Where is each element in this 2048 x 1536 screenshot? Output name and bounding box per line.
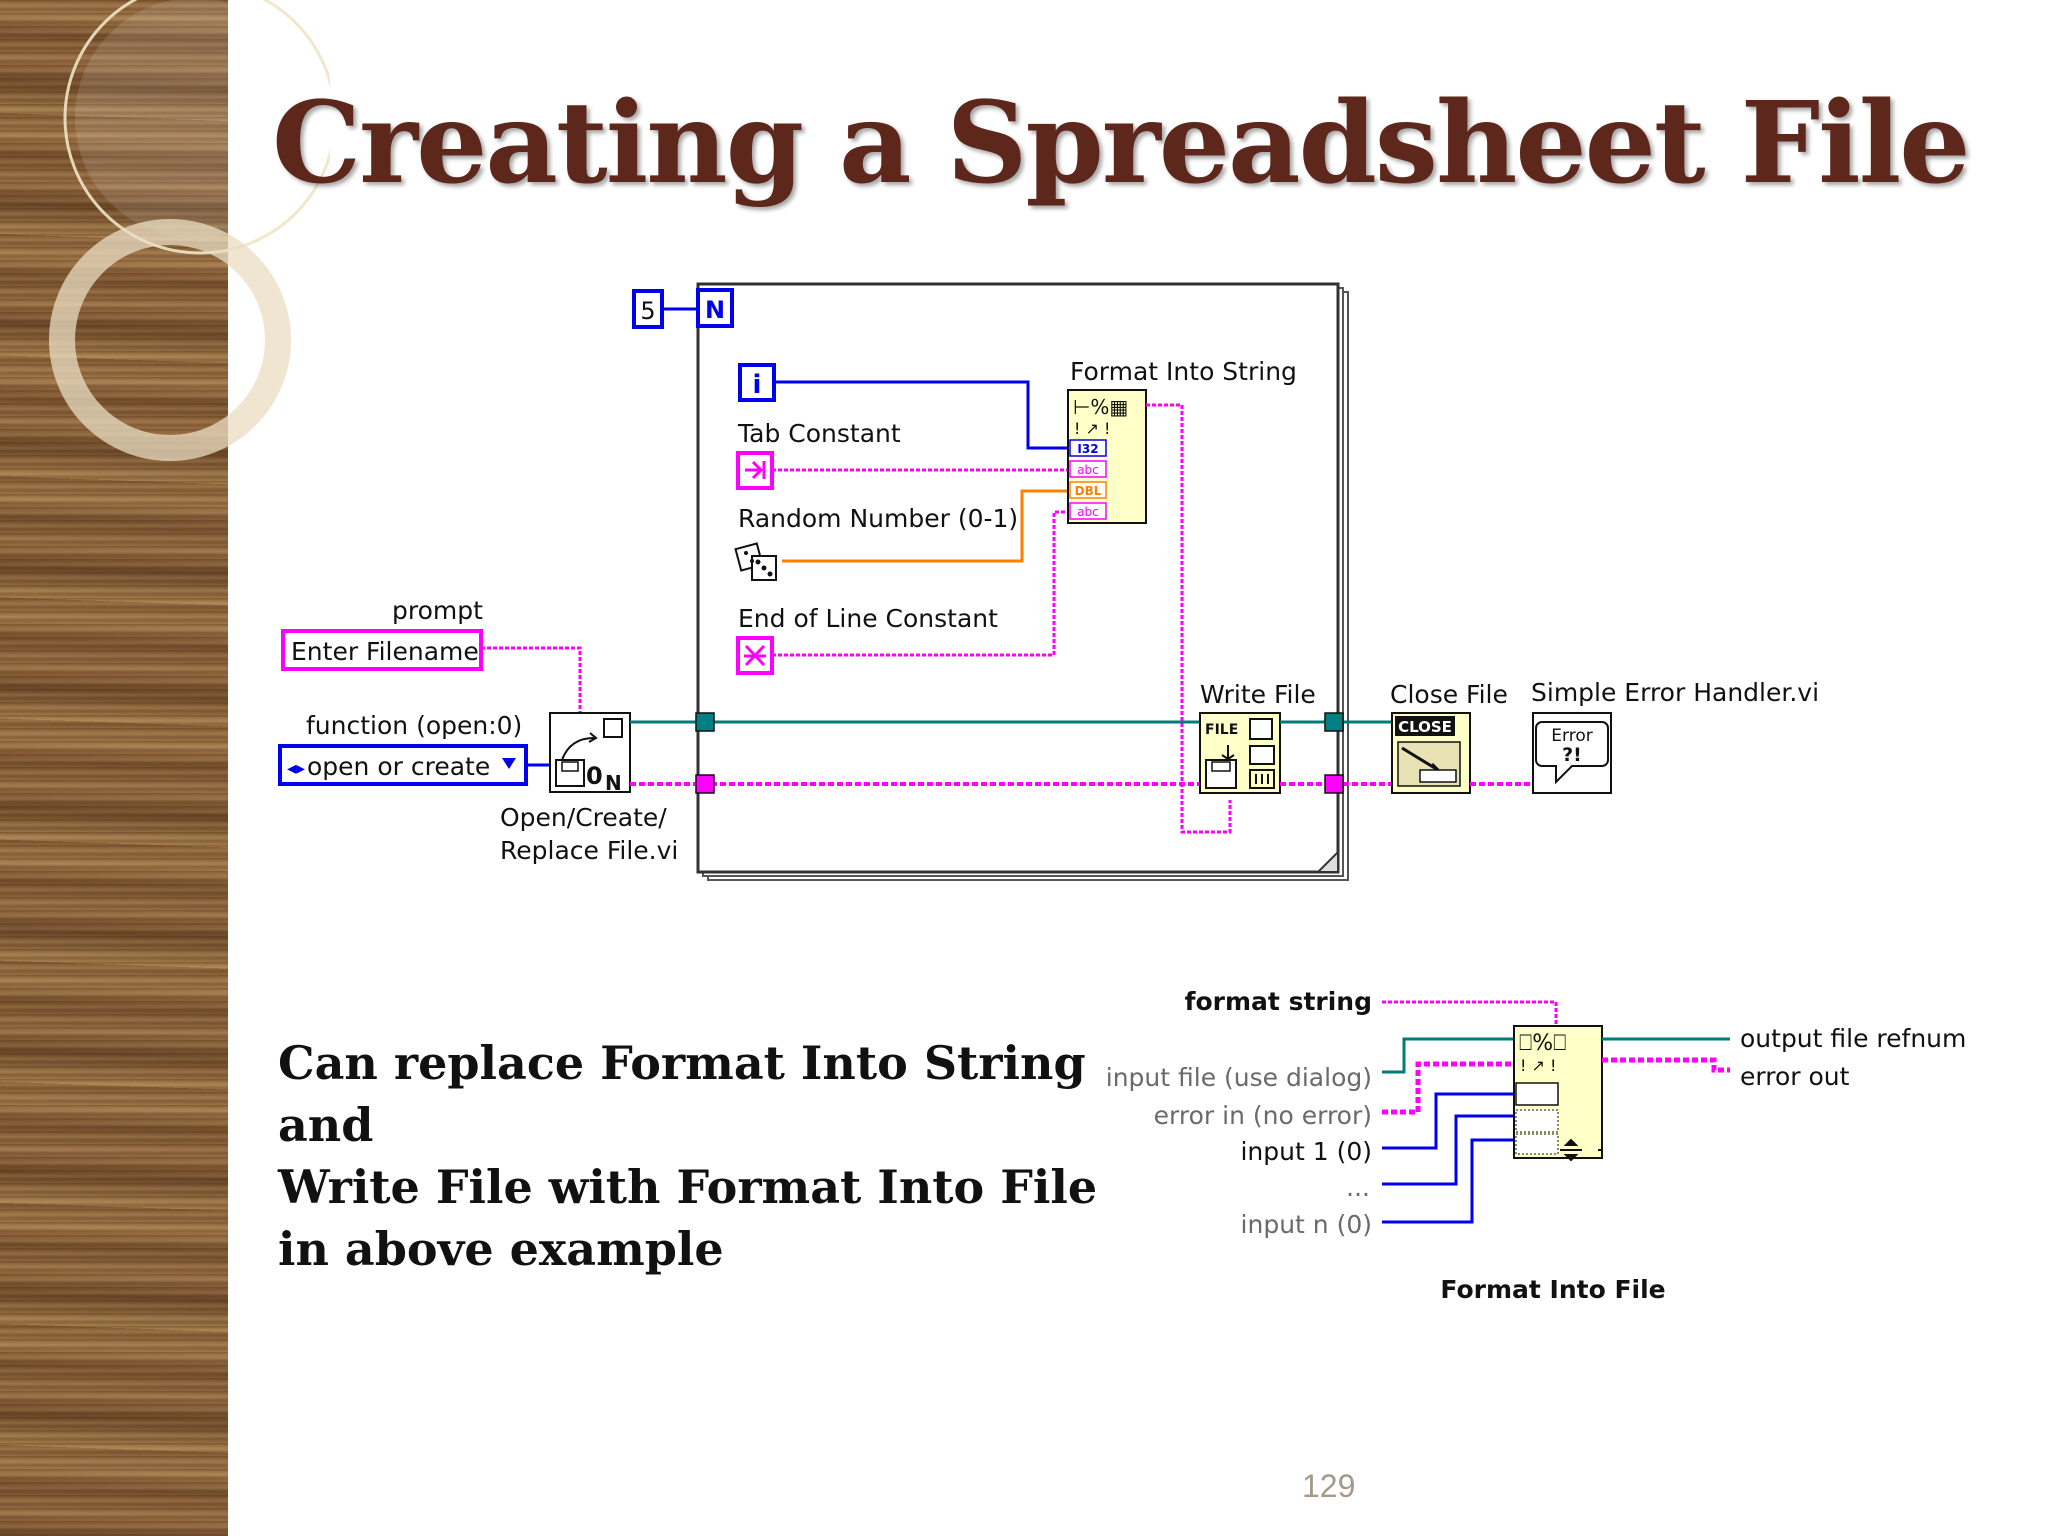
close-file-icon-text: CLOSE: [1398, 718, 1452, 736]
error-handler-icon-text1: Error: [1551, 726, 1592, 746]
eol-constant-icon: [736, 636, 774, 675]
loop-count-value: 5: [640, 297, 655, 325]
function-enum-constant[interactable]: ◂▸ open or create: [278, 744, 528, 786]
refnum-tunnel-in: [695, 712, 715, 732]
dice-icon: [734, 542, 777, 581]
function-value: open or create: [307, 752, 490, 781]
help-input-file: input file (use dialog): [1106, 1063, 1372, 1092]
prompt-value: Enter Filename: [291, 637, 479, 666]
svg-text:⎕%⎕: ⎕%⎕: [1519, 1031, 1566, 1056]
help-error-out: error out: [1740, 1062, 1850, 1091]
random-number-label: Random Number (0-1): [738, 504, 1018, 533]
tab-constant-icon: [736, 451, 774, 490]
slide-title: Creating a Spreadsheet File: [272, 78, 1970, 209]
help-input-n: input n (0): [1241, 1210, 1372, 1239]
open-file-icon: 0 N: [549, 712, 631, 795]
write-file-icon: FILE: [1199, 712, 1281, 794]
help-input-1: input 1 (0): [1240, 1137, 1372, 1166]
svg-text:◂▸: ◂▸: [287, 758, 305, 779]
svg-text:⊢%▦: ⊢%▦: [1073, 395, 1128, 419]
format-into-string-node: ⊢%▦ ! ↗ ! I32 abc DBL abc: [1067, 389, 1147, 524]
prompt-constant: Enter Filename: [281, 629, 483, 671]
open-file-icon-zero: 0: [586, 762, 603, 790]
loop-count-terminal-label: N: [705, 296, 725, 324]
note-line-3: Write File with Format Into File: [278, 1160, 1098, 1214]
note-line-1: Can replace Format Into String: [278, 1036, 1086, 1090]
format-into-string-label: Format Into String: [1070, 357, 1297, 386]
loop-count-constant: 5: [632, 289, 664, 329]
note-line-4: in above example: [278, 1222, 724, 1276]
tab-constant-label: Tab Constant: [737, 419, 901, 448]
error-tunnel-in: [695, 774, 715, 794]
decorative-rings: [49, 0, 330, 461]
svg-text:! ↗ !: ! ↗ !: [1520, 1056, 1556, 1075]
iteration-terminal-label: i: [753, 370, 762, 400]
open-file-icon-n: N: [605, 771, 622, 795]
svg-text:! ↗ !: ! ↗ !: [1074, 419, 1110, 438]
simple-error-handler-label: Simple Error Handler.vi: [1531, 678, 1819, 707]
error-tunnel-out: [1324, 774, 1344, 794]
help-ellipsis: ...: [1346, 1173, 1370, 1202]
refnum-tunnel-out: [1324, 712, 1344, 732]
help-title: Format Into File: [1440, 1275, 1665, 1304]
terminal-type-dbl: DBL: [1075, 484, 1102, 498]
function-label: function (open:0): [306, 711, 522, 740]
close-file-label: Close File: [1390, 680, 1508, 709]
terminal-type-abc-1: abc: [1077, 463, 1099, 477]
write-file-icon-text: FILE: [1205, 722, 1238, 738]
prompt-label: prompt: [392, 596, 483, 625]
close-file-icon: CLOSE: [1391, 712, 1471, 794]
note-line-2: and: [278, 1098, 374, 1152]
terminal-type-i32: I32: [1077, 442, 1098, 456]
help-output-refnum: output file refnum: [1740, 1024, 1966, 1053]
error-handler-icon-text2: ?!: [1562, 744, 1582, 766]
open-create-replace-label-1: Open/Create/: [500, 803, 667, 832]
page-number: 129: [1302, 1468, 1356, 1504]
end-of-line-label: End of Line Constant: [738, 604, 998, 633]
open-create-replace-label-2: Replace File.vi: [500, 836, 678, 865]
loop-count-terminal: N: [696, 288, 734, 328]
help-format-string: format string: [1185, 987, 1372, 1016]
explanation-text: Can replace Format Into String and Write…: [278, 1032, 1098, 1280]
error-handler-icon: Error ?!: [1532, 712, 1612, 794]
format-into-file-icon: ⎕%⎕ ! ↗ !: [1513, 1025, 1603, 1162]
help-error-in: error in (no error): [1154, 1101, 1372, 1130]
terminal-type-abc-2: abc: [1077, 505, 1099, 519]
iteration-icon: i: [738, 363, 776, 402]
write-file-label: Write File: [1200, 680, 1316, 709]
dropdown-arrow-icon: [502, 758, 516, 769]
